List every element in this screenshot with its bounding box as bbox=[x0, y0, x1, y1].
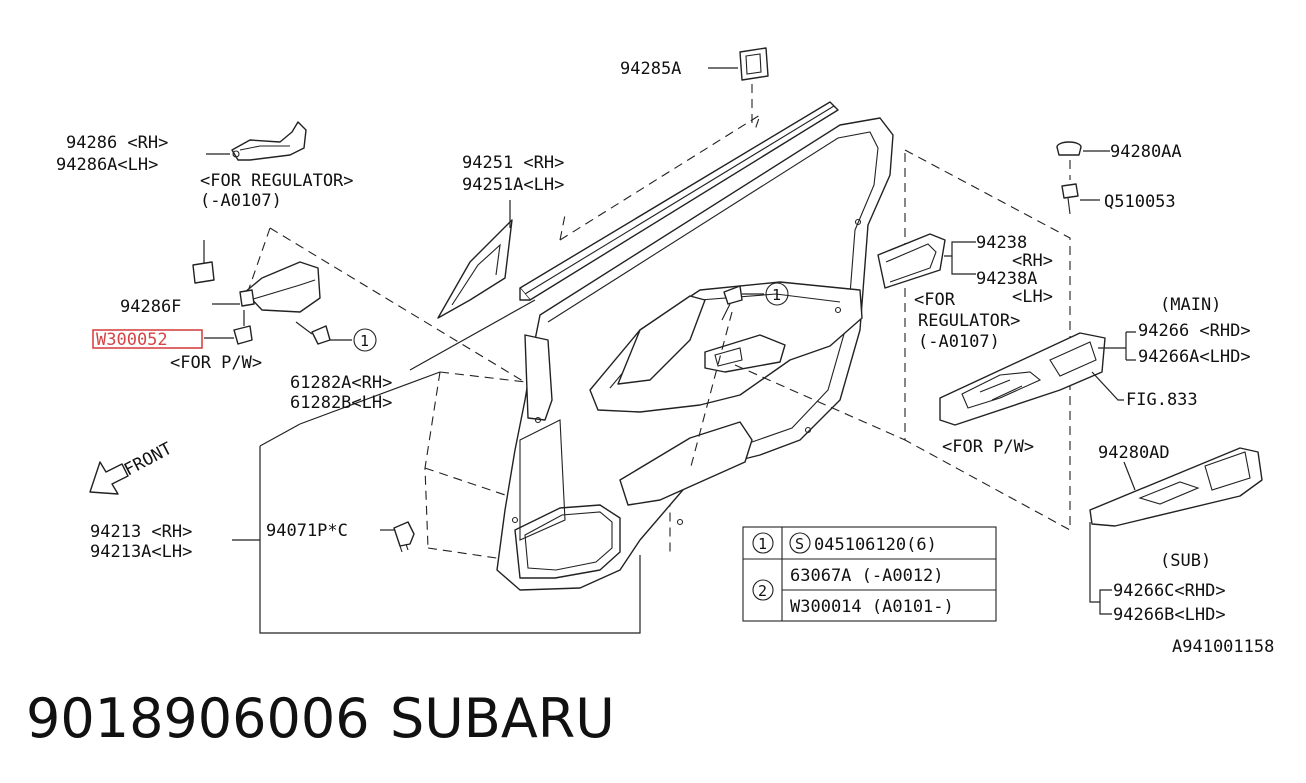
callout-1b: 1 bbox=[772, 286, 781, 304]
legend-row2a-part: 63067A (-A0012) bbox=[790, 566, 944, 586]
trim-94251 bbox=[437, 200, 513, 319]
screw-center bbox=[721, 285, 764, 321]
label-94266c-rhd: 94266C<RHD> bbox=[1113, 581, 1226, 601]
label-61282b-lh: 61282B<LH> bbox=[290, 393, 392, 413]
label-94266-rhd: 94266 <RHD> bbox=[1138, 321, 1251, 341]
highlight-box-w300052 bbox=[92, 329, 203, 349]
label-94286a-lh: 94286A<LH> bbox=[56, 155, 158, 175]
label-range-a0107-1: (-A0107) bbox=[200, 191, 282, 211]
legend-row1-s: S bbox=[795, 535, 804, 553]
bracket-94286f bbox=[192, 240, 352, 345]
label-94286f: 94286F bbox=[120, 297, 181, 317]
label-range-a0107-2: (-A0107) bbox=[918, 332, 1000, 352]
label-61282a-rh: 61282A<RH> bbox=[290, 373, 392, 393]
legend-table: 1 S 045106120(6) 2 63067A (-A0012) W3000… bbox=[742, 526, 997, 622]
label-front: FRONT bbox=[121, 439, 176, 481]
label-94071p: 94071P*C bbox=[266, 521, 348, 541]
label-94251a-lh: 94251A<LH> bbox=[462, 175, 564, 195]
leader-61282 bbox=[409, 299, 536, 371]
label-w300052: W300052 bbox=[96, 330, 168, 350]
label-94238a: 94238A bbox=[976, 269, 1037, 289]
label-for-pw-1: <FOR P/W> bbox=[170, 353, 262, 373]
screw-q510053 bbox=[1061, 183, 1100, 215]
label-for-regulator-2b: REGULATOR> bbox=[918, 311, 1020, 331]
switch-main bbox=[939, 331, 1136, 426]
label-94238a-lh: <LH> bbox=[1012, 287, 1053, 307]
callout-1a: 1 bbox=[360, 332, 369, 350]
label-diagram-code: A941001158 bbox=[1172, 637, 1274, 657]
label-94280ad: 94280AD bbox=[1098, 443, 1170, 463]
front-arrow bbox=[89, 461, 129, 495]
legend-row2b-part: W300014 (A0101-) bbox=[790, 597, 954, 617]
callout-circle-1b bbox=[765, 282, 789, 306]
label-fig833: FIG.833 bbox=[1126, 390, 1198, 410]
callout-circle-1a bbox=[353, 328, 377, 352]
footer-part-number: 9018906006 bbox=[26, 687, 370, 750]
label-for-pw-2: <FOR P/W> bbox=[942, 437, 1034, 457]
clip-94285a bbox=[708, 47, 769, 128]
label-94213a-lh: 94213A<LH> bbox=[90, 542, 192, 562]
label-94238-rh: <RH> bbox=[1012, 251, 1053, 271]
label-94286-rh: 94286 <RH> bbox=[66, 133, 168, 153]
legend-row1-number: 1 bbox=[758, 535, 767, 553]
legend-row1-part: 045106120(6) bbox=[814, 535, 937, 555]
label-for-regulator-1: <FOR REGULATOR> bbox=[200, 171, 354, 191]
label-q510053: Q510053 bbox=[1104, 192, 1176, 212]
clip-94071p bbox=[380, 521, 415, 553]
label-94266a-lhd: 94266A<LHD> bbox=[1138, 347, 1251, 367]
bracket-94213 bbox=[232, 371, 641, 634]
label-94266b-lhd: 94266B<LHD> bbox=[1113, 605, 1226, 625]
label-94238: 94238 bbox=[976, 233, 1027, 253]
footer-brand: SUBARU bbox=[390, 687, 615, 750]
weatherstrip-94251 bbox=[519, 101, 839, 301]
cap-94280aa bbox=[1056, 141, 1110, 180]
label-for-regulator-2a: <FOR bbox=[914, 290, 956, 310]
label-94251-rh: 94251 <RH> bbox=[462, 153, 564, 173]
door-trim-panel bbox=[496, 117, 906, 591]
label-main: (MAIN) bbox=[1160, 295, 1221, 315]
label-94285a: 94285A bbox=[620, 59, 681, 79]
label-sub: (SUB) bbox=[1160, 551, 1211, 571]
switch-sub bbox=[1089, 447, 1263, 615]
legend-row2-number: 2 bbox=[758, 582, 767, 600]
bracket-94286 bbox=[206, 121, 307, 161]
label-94213-rh: 94213 <RH> bbox=[90, 522, 192, 542]
label-94280aa: 94280AA bbox=[1110, 142, 1182, 162]
cup-94238 bbox=[877, 233, 976, 289]
